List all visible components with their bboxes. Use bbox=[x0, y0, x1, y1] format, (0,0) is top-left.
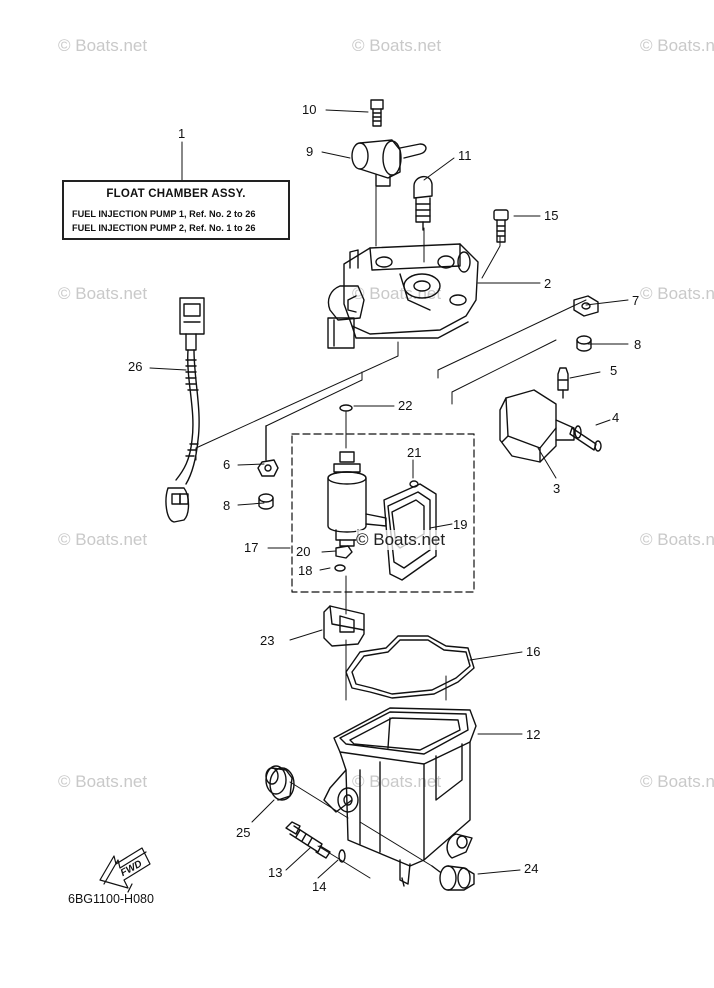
callout-16: 16 bbox=[526, 644, 541, 659]
drain-screw-part-13 bbox=[285, 821, 331, 859]
gasket-part-16 bbox=[345, 635, 475, 699]
callout-3: 3 bbox=[553, 481, 561, 496]
title-line-2: FUEL INJECTION PUMP 2, Ref. No. 1 to 26 bbox=[72, 223, 256, 233]
callout-8: 8 bbox=[223, 498, 231, 513]
callout-14: 14 bbox=[312, 879, 327, 894]
callout-12: 12 bbox=[526, 727, 541, 742]
callout-21: 21 bbox=[407, 445, 422, 460]
callout-26: 26 bbox=[128, 359, 143, 374]
o-ring-part-21 bbox=[409, 480, 419, 488]
callout-4: 4 bbox=[612, 410, 620, 425]
plug-part-24 bbox=[431, 865, 475, 891]
watermark: © Boats.net bbox=[640, 284, 714, 303]
leader-lines bbox=[149, 109, 629, 879]
title-line-1: FUEL INJECTION PUMP 1, Ref. No. 2 to 26 bbox=[72, 209, 256, 219]
callout-2: 2 bbox=[544, 276, 552, 291]
callout-18: 18 bbox=[298, 563, 313, 578]
fwd-arrow-icon bbox=[99, 847, 151, 893]
pin-part-5 bbox=[557, 367, 569, 399]
bolt-part-10 bbox=[370, 99, 384, 127]
callout-25: 25 bbox=[236, 825, 251, 840]
watermark: © Boats.net bbox=[640, 36, 714, 55]
watermark: © Boats.net bbox=[58, 284, 148, 303]
callout-23: 23 bbox=[260, 633, 275, 648]
holder-part-23 bbox=[323, 605, 365, 647]
callout-22: 22 bbox=[398, 398, 413, 413]
callout-5: 5 bbox=[610, 363, 618, 378]
watermark: © Boats.net bbox=[640, 530, 714, 549]
clip-part-20 bbox=[335, 545, 353, 559]
watermark: © Boats.net bbox=[58, 772, 148, 791]
pin-part-4 bbox=[569, 427, 602, 452]
screw-part-15 bbox=[493, 209, 509, 243]
callout-19: 19 bbox=[453, 517, 468, 532]
title-box: FLOAT CHAMBER ASSY. FUEL INJECTION PUMP … bbox=[62, 180, 290, 240]
float-part-3 bbox=[499, 389, 582, 463]
watermark: © Boats.net bbox=[58, 36, 148, 55]
callout-1: 1 bbox=[178, 126, 186, 141]
o-ring-part-22 bbox=[339, 404, 353, 412]
callout-20: 20 bbox=[296, 544, 311, 559]
callout-10: 10 bbox=[302, 102, 317, 117]
wire-harness-part-26 bbox=[165, 297, 205, 523]
pump-subassembly-box bbox=[291, 433, 475, 593]
screw-part-8-left bbox=[258, 493, 274, 510]
watermark: © Boats.net bbox=[352, 36, 442, 55]
callout-7: 7 bbox=[632, 293, 640, 308]
watermark-center: © Boats.net bbox=[356, 530, 446, 550]
watermark: © Boats.net bbox=[640, 772, 714, 791]
callout-24: 24 bbox=[524, 861, 539, 876]
callout-13: 13 bbox=[268, 865, 283, 880]
float-chamber-body-part-2 bbox=[327, 243, 479, 349]
callout-9: 9 bbox=[306, 144, 314, 159]
callout-17: 17 bbox=[244, 540, 259, 555]
watermark: © Boats.net bbox=[352, 772, 442, 791]
callout-8: 8 bbox=[634, 337, 642, 352]
fitting-part-11 bbox=[413, 176, 433, 231]
diagram-code: 6BG1100-H080 bbox=[68, 892, 154, 906]
bracket-part-7 bbox=[573, 295, 599, 317]
watermark: © Boats.net bbox=[58, 530, 148, 549]
callout-11: 11 bbox=[458, 148, 472, 163]
screw-part-8-right bbox=[576, 335, 592, 352]
title-heading: FLOAT CHAMBER ASSY. bbox=[106, 188, 246, 200]
bracket-part-6 bbox=[257, 425, 279, 477]
pressure-regulator-part-9 bbox=[351, 139, 427, 187]
callout-15: 15 bbox=[544, 208, 559, 223]
o-ring-part-14 bbox=[338, 849, 346, 863]
float-chamber-bowl-part-12 bbox=[323, 707, 477, 887]
callout-6: 6 bbox=[223, 457, 231, 472]
ring-part-18 bbox=[334, 564, 346, 572]
grommet-part-25 bbox=[265, 765, 295, 801]
